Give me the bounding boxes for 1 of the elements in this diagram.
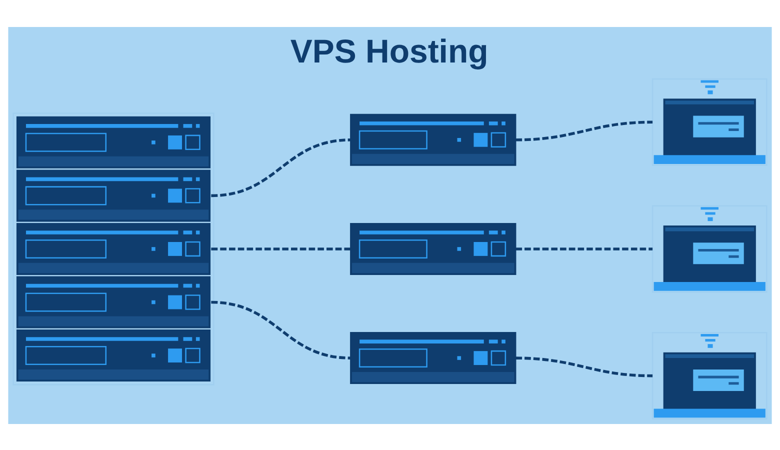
diagram-title: VPS Hosting (290, 32, 488, 69)
